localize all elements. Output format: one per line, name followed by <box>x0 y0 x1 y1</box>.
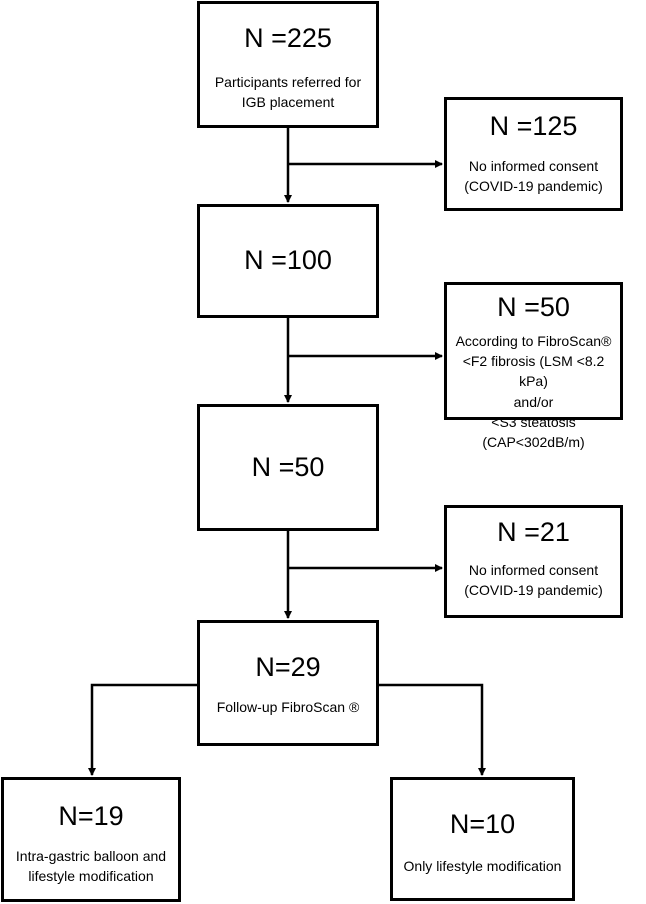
excluded-consent-2-count: N =21 <box>497 517 570 547</box>
excluded-consent-1-description: No informed consent (COVID-19 pandemic) <box>464 157 603 194</box>
excluded-fibroscan-box: N =50 According to FibroScan® <F2 fibros… <box>444 282 623 450</box>
arrow-to-igb-group <box>88 683 197 776</box>
consented-box: N =100 <box>197 204 379 318</box>
excluded-consent-2-description: No informed consent (COVID-19 pandemic) <box>464 561 603 598</box>
igb-group-count: N=19 <box>58 801 124 831</box>
arrow-to-lifestyle-group <box>378 683 486 776</box>
eligible-box: N =50 <box>197 404 379 531</box>
consented-count: N =100 <box>244 245 332 276</box>
excluded-fibroscan-description: According to FibroScan® <F2 fibrosis (LS… <box>455 332 612 451</box>
lifestyle-group-description: Only lifestyle modification <box>403 857 562 874</box>
eligible-count: N =50 <box>251 451 325 482</box>
referred-box: N =225 Participants referred for IGB pla… <box>197 1 379 128</box>
follow-up-description: Follow-up FibroScan ® <box>216 698 360 715</box>
lifestyle-group-count: N=10 <box>449 809 516 839</box>
excluded-consent-1-box: N =125 No informed consent (COVID-19 pan… <box>444 97 623 211</box>
igb-group-box: N=19 Intra-gastric balloon and lifestyle… <box>1 777 181 902</box>
referred-count: N =225 <box>244 23 332 53</box>
excluded-consent-2-box: N =21 No informed consent (COVID-19 pand… <box>444 505 623 618</box>
follow-up-box: N=29 Follow-up FibroScan ® <box>197 620 379 746</box>
igb-group-description: Intra-gastric balloon and lifestyle modi… <box>15 847 167 884</box>
lifestyle-group-box: N=10 Only lifestyle modification <box>390 777 575 901</box>
excluded-fibroscan-count: N =50 <box>497 292 570 322</box>
excluded-consent-1-count: N =125 <box>489 111 578 141</box>
referred-description: Participants referred for IGB placement <box>214 73 362 110</box>
follow-up-count: N=29 <box>255 652 321 682</box>
